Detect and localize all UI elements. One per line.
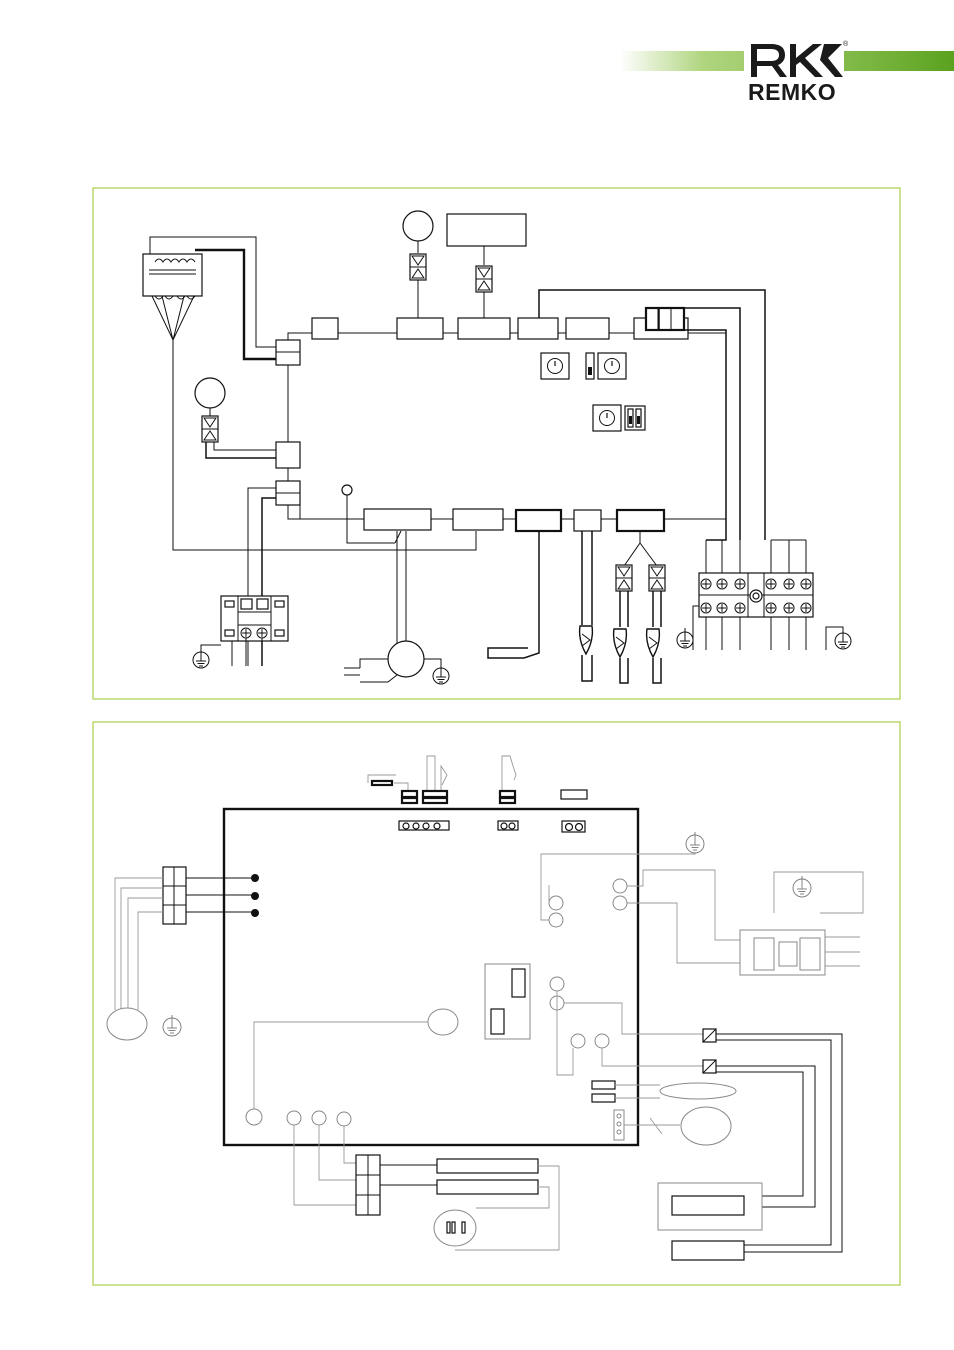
swing-motor-left-icon: [194, 377, 226, 409]
pcb-connector-7: [452, 508, 504, 531]
rotary-switch-3: [592, 404, 622, 432]
swing-motor-top: [402, 210, 434, 318]
connection-terminal-block: [676, 539, 852, 650]
swing-motor-connector: [275, 441, 301, 469]
outdoor-main-board: [222, 807, 640, 1147]
pcb-led: [341, 484, 353, 496]
pcb-connector-10: [615, 508, 666, 533]
display-board: [446, 213, 527, 318]
pcb-connector-4: [517, 317, 559, 340]
sensor-box-1: [671, 1195, 745, 1216]
pipe-temperature-sensors: [612, 531, 666, 684]
swing-motor-top-icon: [402, 210, 434, 242]
fan-capacitor-wiring: [293, 1125, 560, 1251]
swing-motor-left: [194, 377, 276, 459]
fan-motor-connector: [363, 508, 432, 531]
room-temperature-sensor: [578, 531, 594, 682]
float-switch-lead: [487, 531, 540, 659]
remko-logo-text: REMKO: [748, 79, 836, 105]
remko-logo: ® REMKO: [744, 39, 849, 105]
outdoor-wiring-diagram: [92, 721, 901, 1286]
pcb-connector-3: [457, 317, 511, 340]
pcb-connector-6: [633, 306, 689, 340]
pcb-connector-2: [396, 317, 444, 340]
panel-frame-top: [92, 187, 901, 700]
compressor-terminal: [106, 866, 259, 1041]
pcb-connector-8: [514, 508, 563, 533]
rotary-switch-2: [597, 352, 627, 380]
top-components: [367, 755, 588, 833]
pcb-outline: [287, 332, 727, 520]
panel-frame-bottom: [92, 721, 901, 1286]
reversing-valve-coil: [739, 929, 860, 976]
mains-terminal: [192, 595, 289, 669]
pcb-connector-9: [573, 509, 602, 532]
jumper-switch: [585, 352, 595, 380]
fan-motor: [344, 530, 450, 685]
pcb-connector-5: [565, 317, 610, 340]
pcb-connector-1: [311, 317, 339, 340]
remko-logo-mark: [751, 44, 843, 77]
right-side-wiring: [540, 831, 864, 1261]
dip-switch: [624, 405, 646, 431]
fan-motor-icon: [387, 640, 425, 678]
registered-mark: ®: [843, 40, 849, 48]
transformer: [142, 236, 477, 551]
rotary-switch-1: [540, 352, 570, 380]
sensor-box-2: [671, 1240, 745, 1261]
compressor-icon: [106, 1007, 148, 1041]
indoor-wiring-diagram: [92, 187, 901, 700]
header-banner: ® REMKO: [620, 39, 954, 105]
